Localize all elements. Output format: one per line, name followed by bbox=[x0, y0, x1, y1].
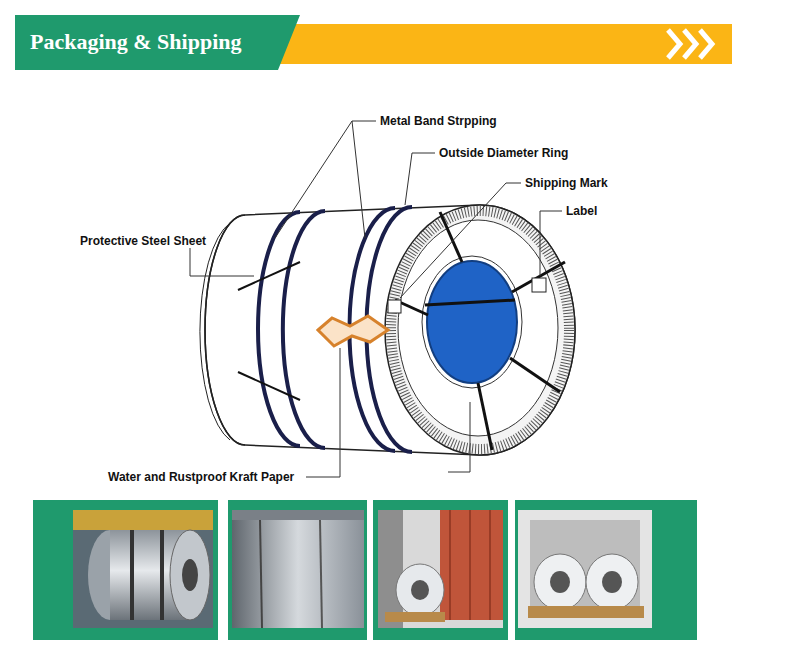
leader-lines bbox=[190, 121, 562, 477]
photo-strip bbox=[33, 500, 697, 640]
title-banner bbox=[15, 15, 732, 70]
part-label: Label bbox=[566, 204, 597, 218]
banner-title: Packaging & Shipping bbox=[30, 29, 242, 55]
part-label: Protective Steel Sheet bbox=[80, 234, 206, 248]
steel-coil bbox=[200, 205, 575, 455]
part-label: Shipping Mark bbox=[525, 176, 608, 190]
part-label: Outside Diameter Ring bbox=[439, 146, 568, 160]
part-label: Water and Rustproof Kraft Paper bbox=[108, 470, 294, 484]
part-label: Metal Band Strpping bbox=[380, 114, 497, 128]
